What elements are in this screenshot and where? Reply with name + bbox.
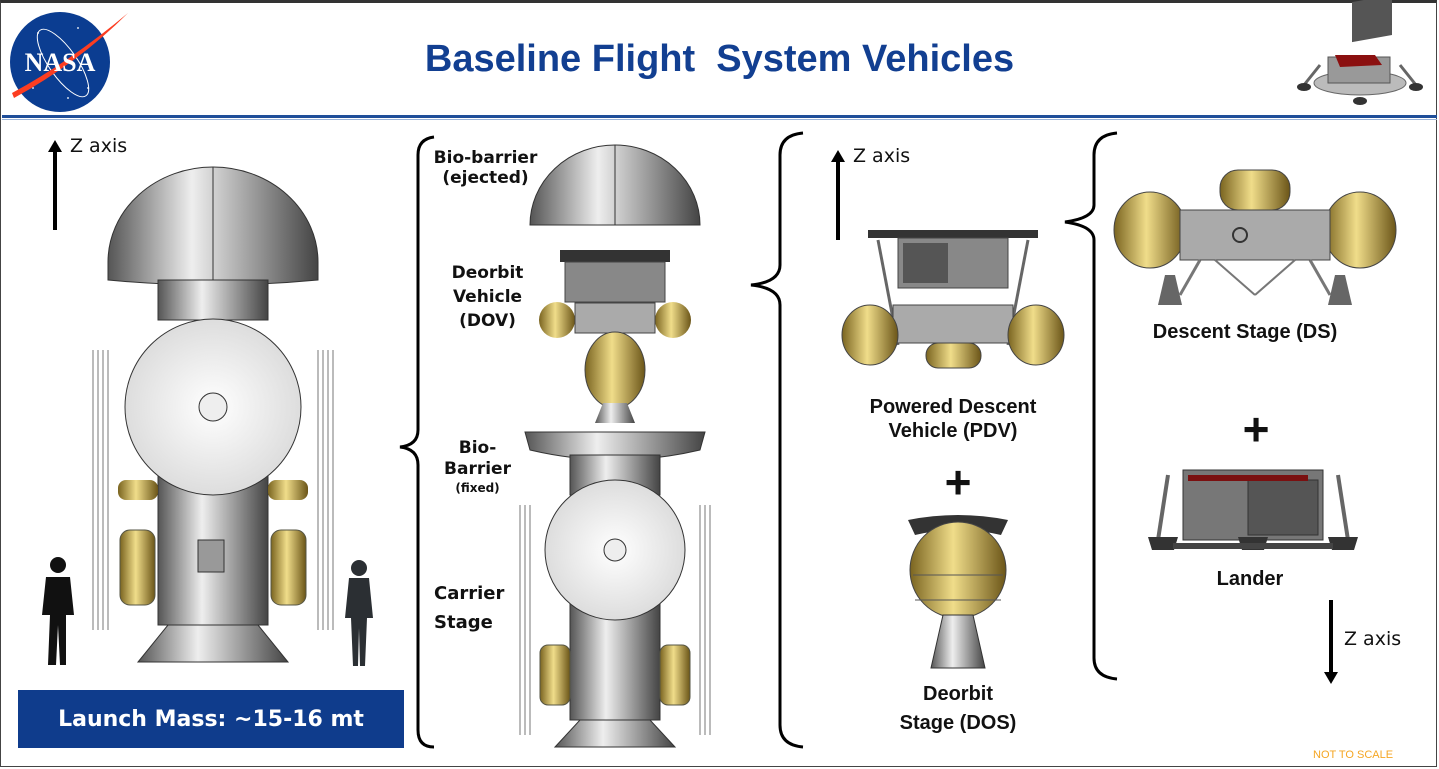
header-divider — [2, 115, 1437, 118]
header-divider-thin — [2, 119, 1437, 120]
label-descent-stage: Descent Stage (DS) — [1152, 321, 1338, 343]
launch-mass-banner: Launch Mass: ~15-16 mt — [18, 690, 404, 748]
stack-bracket-left — [399, 135, 435, 749]
label-bio-barrier-ejected: Bio-barrier(ejected) — [433, 148, 538, 189]
lander-illustration — [1148, 469, 1358, 550]
z-axis-label-right: Z axis — [853, 145, 911, 167]
dos-illustration — [908, 515, 1008, 669]
male-silhouette-icon — [42, 557, 74, 665]
z-axis-label-far-right: Z axis — [1344, 628, 1402, 650]
z-axis-label-left: Z axis — [70, 135, 128, 157]
z-axis-up-arrow-icon-right — [831, 150, 845, 240]
lander-thumbnail-icon — [1297, 0, 1423, 105]
not-to-scale-note: NOT TO SCALE — [1313, 749, 1394, 761]
female-silhouette-icon — [345, 560, 373, 666]
plus-sign-lander: + — [1242, 403, 1270, 455]
stacked-flight-vehicle-illustration — [92, 166, 334, 663]
pdv-bracket — [1064, 131, 1118, 681]
label-lander: Lander — [1216, 568, 1284, 590]
dov-bracket — [750, 131, 804, 749]
label-bio-barrier-fixed: Bio-Barrier(fixed) — [444, 438, 511, 495]
descent-stage-illustration — [1113, 169, 1397, 305]
nasa-logo: NASA — [10, 12, 128, 112]
exploded-vehicle-illustration — [519, 144, 711, 748]
pdv-illustration — [841, 230, 1065, 369]
z-axis-up-arrow-icon — [48, 140, 62, 230]
plus-sign-pdv: + — [944, 456, 972, 508]
page-title: Baseline Flight System Vehicles — [424, 38, 1015, 80]
svg-text:NASA: NASA — [25, 48, 96, 77]
z-axis-down-arrow-icon — [1324, 600, 1338, 684]
